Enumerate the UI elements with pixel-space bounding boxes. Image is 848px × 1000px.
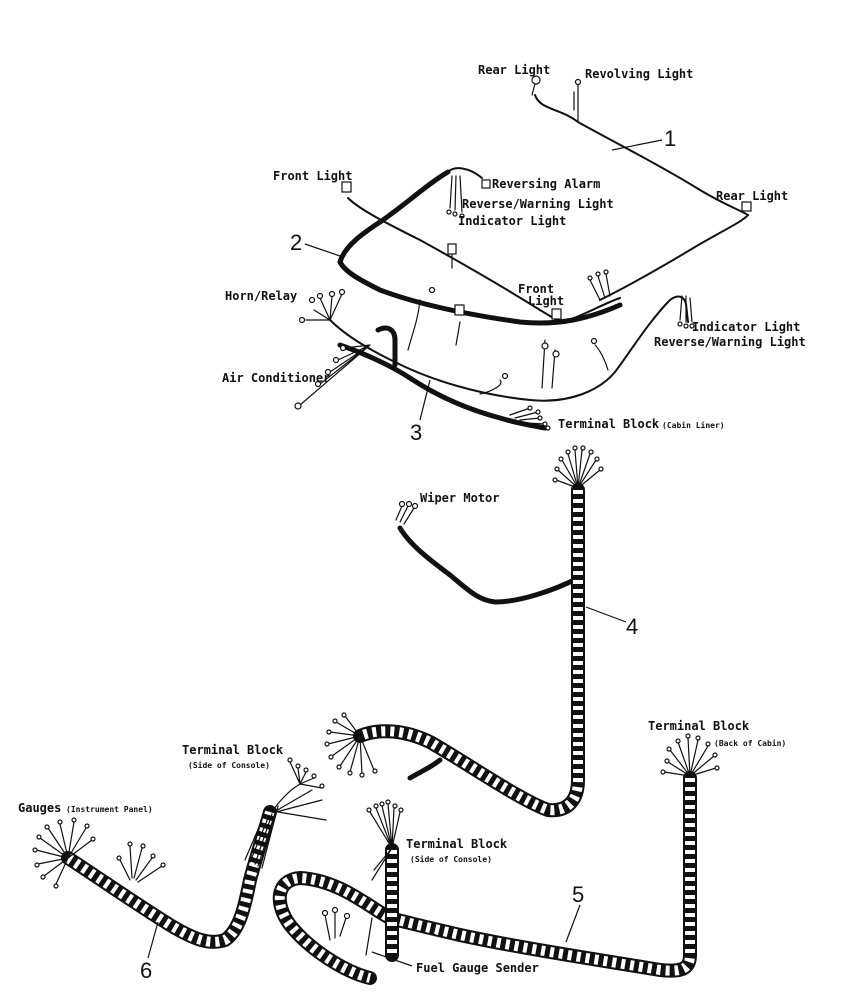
front-light-left-connector — [341, 181, 352, 193]
terminal-block-cabin-liner-connector — [527, 405, 533, 411]
label-air-conditioner: Air Conditioner — [222, 371, 330, 385]
harness-6 — [32, 757, 327, 949]
label-cabin-liner-note: (Cabin Liner) — [662, 420, 725, 430]
label-back-of-cabin-note: (Back of Cabin) — [714, 738, 786, 748]
reversing-alarm-connector — [481, 179, 491, 189]
rear-light-right-connector — [741, 201, 752, 212]
label-fuel-gauge-sender: Fuel Gauge Sender — [416, 961, 539, 975]
label-revolving-light: Revolving Light — [585, 67, 693, 81]
label-reversing-alarm: Reversing Alarm — [492, 177, 600, 191]
label-front-light-center-1: Front — [518, 282, 554, 296]
label-side-of-console-mid-note: (Side of Console) — [410, 854, 492, 864]
front-light-center-connector — [551, 308, 562, 320]
label-reverse-warning-light-right: Reverse/Warning Light — [654, 335, 806, 349]
indicator-light-top-connector — [447, 243, 457, 255]
label-terminal-block-cabin-liner: Terminal Block — [558, 417, 660, 431]
harness-1 — [531, 75, 752, 301]
callout-1: 1 — [664, 126, 676, 151]
label-instrument-panel-note: (Instrument Panel) — [66, 805, 153, 814]
label-reverse-warning-light-top: Reverse/Warning Light — [462, 197, 614, 211]
callout-5: 5 — [572, 882, 584, 907]
label-rear-light-top: Rear Light — [478, 63, 550, 77]
wiper-motor-connector — [398, 500, 406, 508]
harness-5 — [272, 733, 720, 985]
terminal-fan-back-of-cabin — [663, 737, 717, 777]
label-terminal-block-side-left: Terminal Block — [182, 743, 284, 757]
label-front-light-center-2: Light — [528, 294, 564, 308]
label-side-of-console-left-note: (Side of Console) — [188, 760, 270, 770]
callout-3: 3 — [410, 420, 422, 445]
air-conditioner-connector — [339, 344, 347, 352]
gauges-connector — [36, 834, 42, 840]
label-indicator-light-top: Indicator Light — [458, 214, 566, 228]
terminal-fan-side-console-left — [244, 783, 327, 869]
label-front-light-left: Front Light — [273, 169, 352, 183]
terminal-fan-top — [555, 449, 601, 489]
label-terminal-block-back: Terminal Block — [648, 719, 750, 733]
callouts: 1 2 3 4 5 6 — [140, 126, 676, 983]
terminal-fan-left — [327, 715, 375, 775]
label-rear-light-right: Rear Light — [716, 189, 788, 203]
callout-4: 4 — [626, 614, 638, 639]
label-wiper-motor: Wiper Motor — [420, 491, 499, 505]
label-gauges: Gauges — [18, 801, 61, 815]
rear-light-top-connector — [531, 75, 541, 85]
harness-3 — [294, 286, 695, 431]
terminal-fan-gauges — [35, 821, 93, 885]
label-indicator-light-right: Indicator Light — [692, 320, 800, 334]
callout-6: 6 — [140, 958, 152, 983]
callout-2: 2 — [290, 230, 302, 255]
harness-2 — [337, 167, 623, 326]
labels: Rear Light Revolving Light Rear Light Fr… — [18, 63, 806, 975]
indicator-light-right-connector — [677, 321, 683, 327]
label-horn-relay: Horn/Relay — [225, 289, 297, 303]
terminal-fan-side-console-mid — [369, 803, 401, 881]
label-terminal-block-side-mid: Terminal Block — [406, 837, 508, 851]
horn-relay-connector — [308, 296, 316, 304]
harness-4 — [324, 445, 604, 818]
